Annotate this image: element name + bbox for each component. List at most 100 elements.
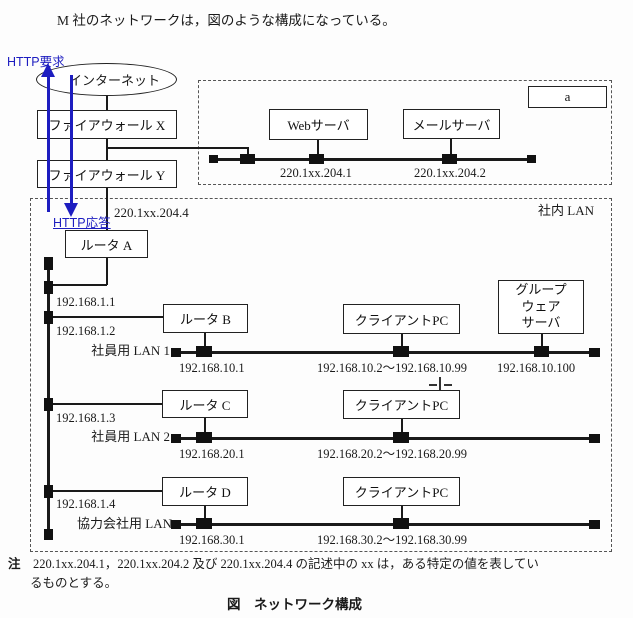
mail-server-box: メールサーバ [403,109,500,139]
lan2-bus-line [177,437,597,440]
dmz-bus-tap [240,154,255,164]
backbone-ip-2: 192.168.1.2 [56,324,116,338]
connector-router-c-bus [204,418,206,439]
backbone-bus-node [44,485,53,498]
note-line2: るものとする。 [30,576,118,590]
lan1-bus-line [177,351,597,354]
lan1-client-range: 192.168.10.2～192.168.10.99 [317,361,468,375]
lan2-bus-tap [393,432,409,443]
http-response-arrow-line [70,75,73,203]
lan1-bus-tap [534,346,549,357]
http-request-arrowhead-up-icon [41,63,55,77]
answer-a-label: a [564,89,571,104]
lan3-name-label: 協力会社用 LAN [77,516,172,531]
lan3-bus-endpoint [589,520,600,529]
router-c-label: ルータ C [179,397,231,413]
connector-fw-dmz-vertical [247,147,249,160]
dmz-boundary-box [198,80,612,185]
lan3-client-range: 192.168.30.2～192.168.30.99 [317,533,468,547]
lan1-router-ip: 192.168.10.1 [179,361,245,375]
dmz-bus-tap [442,154,457,164]
connector-lan1-pc-bus [401,334,403,352]
note-marker: 注 [8,557,21,571]
connector-router-a-down [106,258,108,285]
lan1-bus-tap [196,346,212,357]
router-a-box: ルータ A [65,230,148,258]
connector-web-bus [317,140,319,159]
lan1-bus-endpoint [171,348,181,357]
firewall-x-label: ファイアウォール X [48,118,166,133]
internal-lan-boundary-box [30,198,612,552]
web-server-box: Webサーバ [269,109,368,140]
mail-server-ip: 220.1xx.204.2 [414,166,486,180]
connector-fwx-fwy [106,139,108,160]
dmz-bus-endpoint [209,155,218,163]
connector-backbone-router-d [48,490,163,492]
backbone-bus-node [44,257,53,270]
crosshair-cursor-icon [444,384,452,386]
gateway-ip-label: 220.1xx.204.4 [114,205,189,220]
router-c-box: ルータ C [162,390,248,418]
lan3-bus-endpoint [171,520,181,529]
groupware-server-label-line2: ウェア [521,298,561,314]
connector-groupware-bus [541,334,543,352]
dmz-bus-line [214,158,534,161]
backbone-ip-1: 192.168.1.1 [56,295,116,309]
connector-lan3-pc-bus [401,506,403,524]
web-server-ip: 220.1xx.204.1 [280,166,352,180]
internet-label: インターネット [68,73,160,88]
crosshair-cursor-icon [429,384,437,386]
answer-a-box: a [528,86,607,108]
http-response-label: HTTP応答 [53,216,111,230]
lan3-bus-line [177,523,597,526]
lan2-bus-tap [196,432,212,443]
backbone-ip-4: 192.168.1.4 [56,497,116,511]
web-server-label: Webサーバ [287,118,350,133]
lan1-name-label: 社員用 LAN 1 [91,343,170,358]
lan3-router-ip: 192.168.30.1 [179,533,245,547]
groupware-server-ip: 192.168.10.100 [497,361,576,375]
http-response-arrowhead-down-icon [64,203,78,217]
crosshair-cursor-icon [439,377,441,390]
http-request-arrow-line [47,76,50,212]
figure-caption: 図 ネットワーク構成 [227,597,362,612]
firewall-y-label: ファイアウォール Y [48,167,166,183]
lan2-name-label: 社員用 LAN 2 [91,429,170,444]
lan2-bus-endpoint [589,434,600,443]
backbone-bus-endpoint [44,529,53,540]
lan2-client-range: 192.168.20.2～192.168.20.99 [317,447,468,461]
connector-lan2-pc-bus [401,419,403,438]
http-request-label: HTTP要求 [7,55,65,69]
intro-text: M 社のネットワークは，図のような構成になっている。 [57,13,396,28]
connector-router-b-bus [204,333,206,352]
firewall-x-box: ファイアウォール X [37,110,177,139]
connector-router-d-bus [204,506,206,525]
groupware-server-box: グループ ウェア サーバ [498,280,584,334]
connector-backbone-router-c [48,403,163,405]
lan2-router-ip: 192.168.20.1 [179,447,245,461]
backbone-bus-node [44,398,53,411]
connector-router-a-backbone [48,284,107,286]
connector-fwy-router-a [106,188,108,230]
lan3-client-pc-box: クライアントPC [343,477,460,506]
connector-fw-dmz-horizontal [106,147,248,149]
dmz-bus-endpoint [527,155,536,163]
lan1-client-pc-label: クライアントPC [354,312,449,328]
router-b-box: ルータ B [163,304,248,333]
connector-backbone-router-b [48,316,164,318]
groupware-server-label-line1: グループ [515,281,567,297]
lan3-bus-tap [393,518,409,529]
router-d-box: ルータ D [162,477,248,506]
dmz-bus-tap [309,154,324,164]
lan3-client-pc-label: クライアントPC [354,485,449,500]
router-b-label: ルータ B [180,312,231,327]
firewall-y-box: ファイアウォール Y [37,160,177,188]
backbone-ip-3: 192.168.1.3 [56,411,116,425]
lan3-bus-tap [196,518,212,529]
mail-server-label: メールサーバ [412,117,491,133]
lan1-bus-endpoint [589,348,600,357]
internet-cloud: インターネット [36,63,177,96]
lan1-client-pc-box: クライアントPC [343,304,460,334]
lan1-bus-tap [393,346,409,357]
